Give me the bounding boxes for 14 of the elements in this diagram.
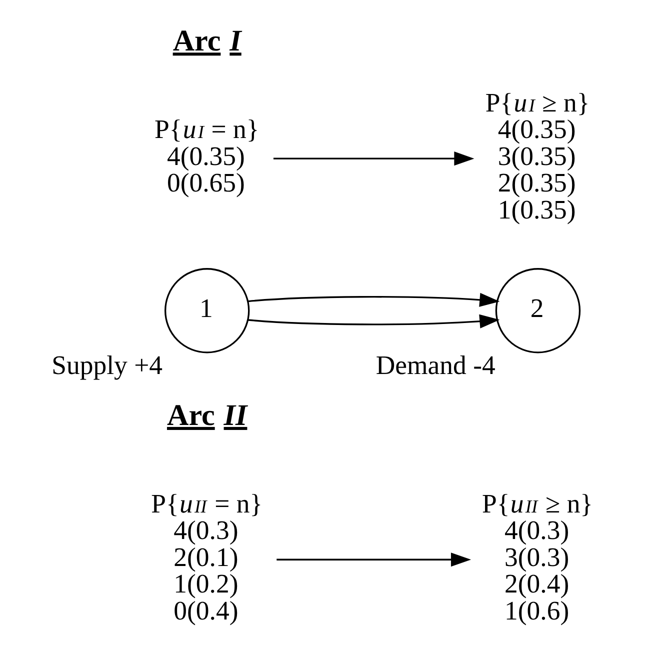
arrow (276, 552, 471, 567)
node-circle: 1 (164, 268, 250, 354)
label: Arc II (166, 398, 247, 432)
arrow (272, 152, 474, 166)
node-text: P{uI ≥ n} 4(0.35) 3(0.35) 2(0.35) 1(0.35) (484, 87, 590, 224)
node-text: P{uI = n} 4(0.35) 0(0.65) (154, 114, 259, 198)
node-label: Demand -4 (375, 350, 495, 380)
arrow (248, 292, 500, 307)
node-circle: 2 (494, 268, 580, 354)
node-text: P{uII = n} 4(0.3) 2(0.1) 1(0.2) 0(0.4) (150, 488, 262, 626)
node-label: Supply +4 (51, 350, 162, 380)
node-text: P{uII ≥ n} 4(0.3) 3(0.3) 2(0.4) 1(0.6) (481, 488, 593, 626)
arrow (248, 314, 500, 328)
label: Arc I (172, 24, 241, 58)
